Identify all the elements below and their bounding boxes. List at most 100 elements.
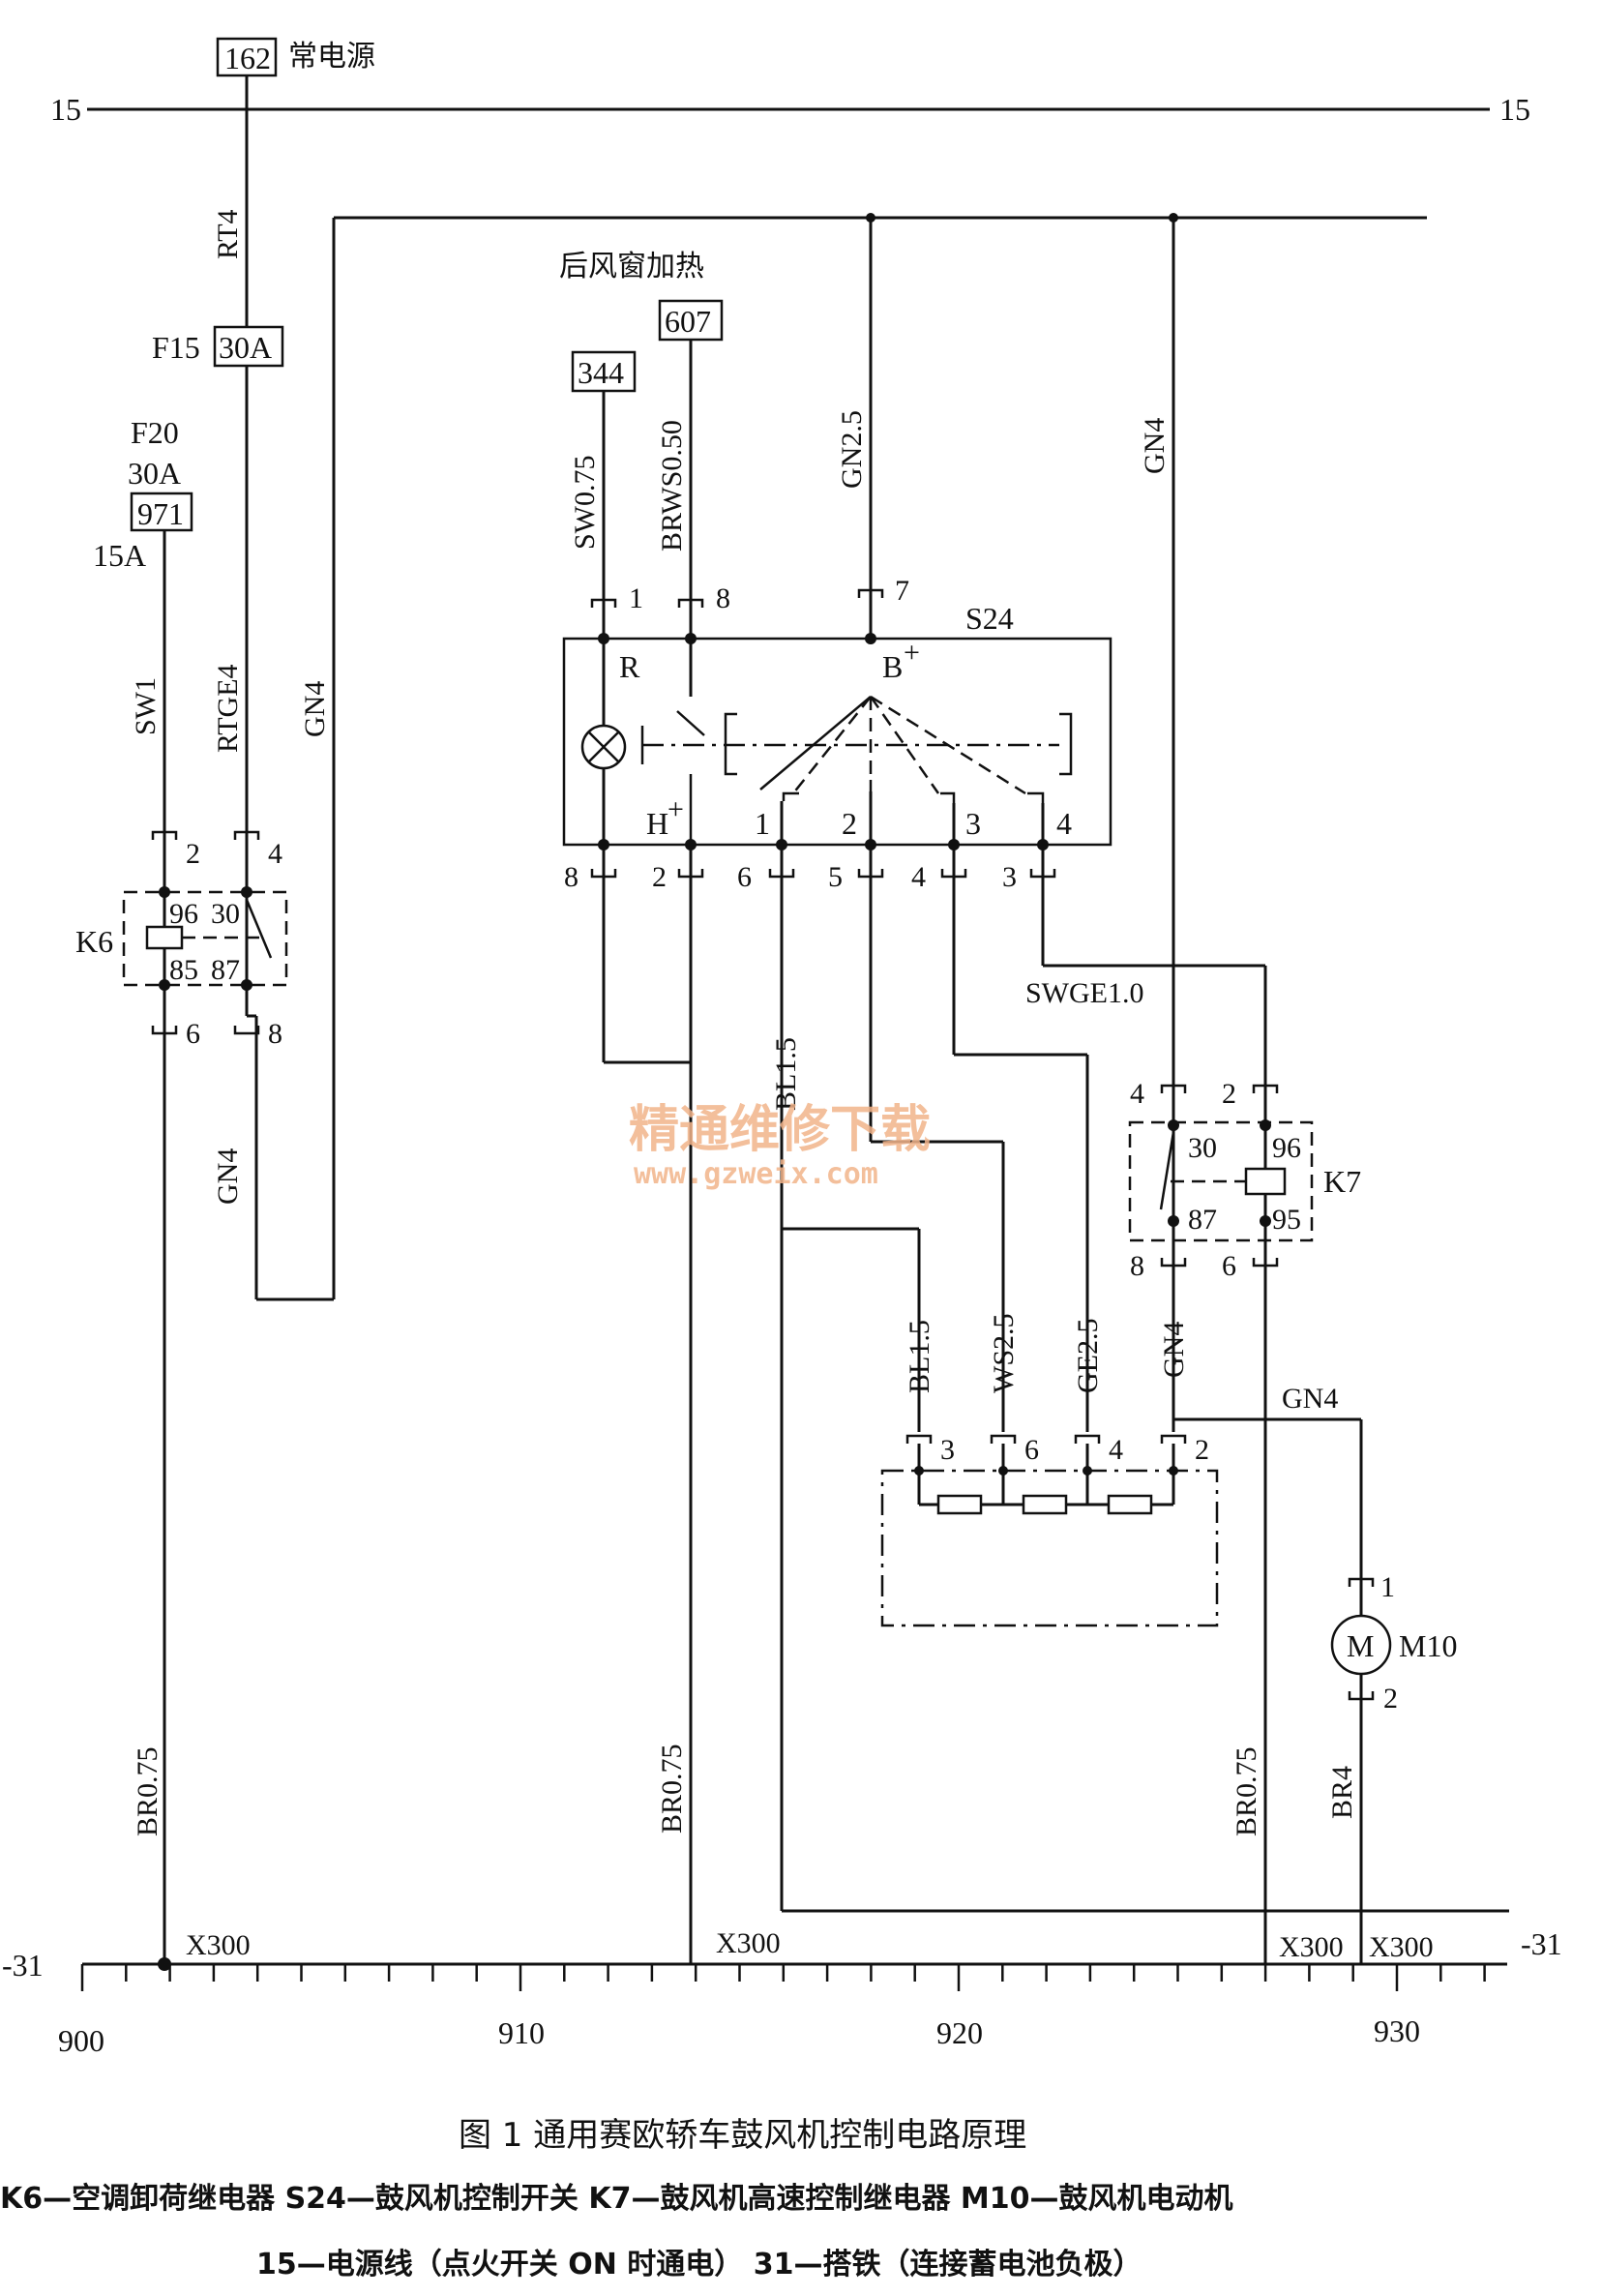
relay-k7-pin95: 95 (1272, 1204, 1301, 1236)
s24-bottom-pin8: 8 (564, 861, 578, 893)
wire-gn4-c-label: GN4 (1139, 418, 1171, 474)
relay-k6-pin85: 85 (169, 954, 198, 986)
relay-k7-pin30: 30 (1188, 1132, 1217, 1164)
figure-caption: 图 1 通用赛欧轿车鼓风机控制电路原理 K6—空调卸荷继电器 S24—鼓风机控制… (0, 2116, 1233, 2281)
relay-k7-pin87: 87 (1188, 1204, 1217, 1236)
caption-title: 图 1 通用赛欧轿车鼓风机控制电路原理 (459, 2116, 1026, 2155)
s24-terminal-r: R (619, 649, 640, 684)
wire-rtge4-label: RTGE4 (212, 664, 244, 753)
fuse-f15-name: F15 (152, 330, 200, 365)
permanent-supply-id: 162 (224, 41, 271, 75)
caption-legend-line1: K6—空调卸荷继电器 S24—鼓风机控制开关 K7—鼓风机高速控制继电器 M10… (0, 2182, 1233, 2216)
s24-top-pin1: 1 (629, 582, 643, 614)
scale-930: 930 (1374, 2013, 1420, 2048)
fuse-f20: F20 30A 971 15A SW1 (93, 415, 193, 871)
scale-920: 920 (936, 2015, 983, 2050)
relay-k7: 4 2 30 96 87 95 K7 8 6 GN4 BR0.75 (1128, 1078, 1361, 1964)
gn4-loop: GN4 GN4 (212, 216, 1427, 1301)
relay-k7-pin96: 96 (1272, 1132, 1301, 1164)
scale-900: 900 (58, 2023, 104, 2058)
connector-344-id: 344 (578, 355, 624, 390)
motor-name: M10 (1399, 1628, 1457, 1663)
ground-x300-c: X300 (1279, 1931, 1344, 1963)
wire-ge25-label: GE2.5 (1072, 1319, 1104, 1394)
s24-terminal-3: 3 (965, 806, 981, 841)
wire-gn25: GN2.5 (836, 213, 875, 639)
watermark-title: 精通维修下载 (629, 1101, 931, 1159)
wire-sw1-label: SW1 (130, 677, 162, 735)
relay-k6-conn2: 2 (186, 838, 200, 870)
wire-swge-label: SWGE1.0 (1025, 977, 1144, 1009)
gn4-k7-supply: GN4 (1139, 213, 1178, 1221)
relay-k7-conn2: 2 (1222, 1078, 1236, 1110)
line-31-right-label: -31 (1521, 1926, 1562, 1961)
watermark-url: www.gzweix.com (634, 1157, 878, 1191)
wire-br4-label: BR4 (1326, 1766, 1358, 1819)
fuse-f20-rating: 30A (128, 456, 181, 491)
fuse-f15: 30A F15 RTGE4 (152, 325, 284, 871)
relay-k7-conn6: 6 (1222, 1250, 1236, 1282)
motor-m10: GN4 1 M M10 2 BR4 (1173, 1383, 1457, 1964)
line-31: -31 -31 X300 X300 X300 X300 900 910 920 … (2, 1926, 1562, 2058)
wire-ws25-label: WS2.5 (988, 1314, 1020, 1394)
relay-k7-conn4: 4 (1130, 1078, 1144, 1110)
s24-bottom-pin2: 2 (652, 861, 667, 893)
wire-br075-a-label: BR0.75 (132, 1746, 163, 1836)
wire-gn4-e-label: GN4 (1282, 1383, 1338, 1415)
watermark: 精通维修下载 www.gzweix.com (629, 1101, 931, 1191)
wire-rt4-label: RT4 (212, 209, 244, 259)
wire-br075-c-label: BR0.75 (1231, 1746, 1262, 1836)
wire-sw075-label: SW0.75 (569, 456, 601, 551)
fuse-f20-sub: 15A (93, 538, 146, 573)
motor-pin2: 2 (1383, 1683, 1398, 1715)
s24-bottom-pin3: 3 (1002, 861, 1017, 893)
s24-top-pin7: 7 (895, 575, 909, 607)
permanent-supply-label: 常电源 (288, 40, 375, 74)
s24-top-pin8: 8 (716, 582, 730, 614)
s24-terminal-h: H (646, 806, 668, 841)
connector-344: 344 SW0.75 (569, 350, 637, 639)
line-31-left-label: -31 (2, 1948, 44, 1983)
s24-terminal-h-sup: + (668, 793, 684, 825)
ground-scale-ticks (80, 1964, 1486, 1991)
s24-output-wires: BR0.75 BL1.5 SWGE1.0 (602, 845, 1509, 1964)
relay-k7-conn8: 8 (1130, 1250, 1144, 1282)
k6-ground-wire: BR0.75 (132, 1016, 166, 1964)
s24-terminal-4: 4 (1056, 806, 1072, 841)
wire-brws-label: BRWS0.50 (656, 420, 688, 552)
relay-k6-name: K6 (75, 924, 113, 959)
resistor-pin4: 4 (1109, 1434, 1123, 1466)
resistor-pin2: 2 (1195, 1434, 1209, 1466)
s24-bottom-pin6: 6 (737, 861, 752, 893)
relay-k6-pin87: 87 (211, 954, 240, 986)
caption-legend-line2: 15—电源线（点火开关 ON 时通电） 31—搭铁（连接蓄电池负极） (256, 2248, 1142, 2281)
relay-k6-pin30: 30 (211, 898, 240, 930)
wire-bl15-a-label: BL1.5 (770, 1037, 802, 1111)
motor-pin1: 1 (1380, 1571, 1395, 1603)
relay-k6-conn4: 4 (268, 838, 282, 870)
ground-x300-d: X300 (1369, 1931, 1434, 1963)
wire-gn4-d-label: GN4 (1158, 1322, 1190, 1378)
fuse-f20-name: F20 (131, 415, 179, 450)
relay-k6: K6 96 30 85 87 2 4 6 8 (75, 830, 288, 1050)
relay-k6-pin96: 96 (169, 898, 198, 930)
ground-x300-b: X300 (716, 1927, 781, 1959)
line-15-left-label: 15 (50, 92, 81, 127)
permanent-supply: 162 常电源 RT4 (212, 37, 375, 327)
line-15-right-label: 15 (1499, 92, 1530, 127)
switch-s24: 1 8 7 S24 R B + H + (562, 575, 1112, 893)
wire-bl15-b-label: BL1.5 (904, 1320, 935, 1393)
scale-910: 910 (498, 2015, 545, 2050)
motor-symbol: M (1347, 1628, 1374, 1663)
wire-gn25-label: GN2.5 (836, 410, 868, 489)
wire-gn4-a-label: GN4 (299, 681, 331, 737)
ground-x300-a: X300 (186, 1929, 251, 1961)
wire-gn4-b-label: GN4 (212, 1148, 244, 1205)
switch-s24-name: S24 (965, 601, 1014, 636)
relay-k6-conn8: 8 (268, 1018, 282, 1050)
resistor-pin3: 3 (940, 1434, 955, 1466)
connector-607: 后风窗加热 607 BRWS0.50 (559, 250, 724, 639)
wire-br075-b-label: BR0.75 (656, 1744, 688, 1834)
s24-terminal-b: B (882, 649, 903, 684)
